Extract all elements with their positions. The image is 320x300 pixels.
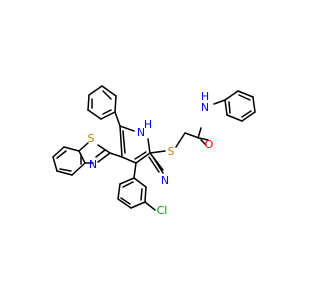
atom-label-nh-amide-h: H — [201, 90, 209, 103]
bond — [140, 188, 143, 201]
bond — [121, 156, 137, 164]
atom-label-nitrogen-thiazole: N — [89, 158, 97, 171]
bond — [252, 96, 256, 113]
atom-label-chlorine: Cl — [157, 204, 168, 217]
bond — [119, 177, 135, 185]
bond — [56, 170, 73, 176]
bond — [237, 90, 254, 98]
bond — [197, 127, 202, 139]
bond — [147, 138, 151, 154]
bond — [78, 142, 89, 152]
bond — [198, 137, 209, 141]
molecule-structure: N H O S N H S N N Cl — [52, 85, 256, 217]
bond — [109, 152, 123, 158]
bond — [184, 132, 200, 139]
bond — [101, 85, 117, 97]
bond — [97, 152, 111, 163]
bond — [149, 150, 166, 154]
molecule-canvas: N H O S N H S N N Cl — [52, 85, 256, 217]
bond — [87, 109, 102, 120]
bond — [213, 99, 226, 105]
bond — [117, 198, 132, 209]
bond — [63, 146, 80, 152]
bond — [120, 197, 131, 205]
bond — [88, 85, 103, 96]
atom-label-nitrogen-nitrile: N — [161, 174, 169, 187]
bond — [78, 150, 86, 164]
bond — [133, 162, 137, 179]
bond — [200, 139, 207, 146]
bond — [52, 146, 65, 158]
bond — [102, 109, 112, 115]
bond — [122, 181, 134, 188]
bond — [135, 152, 151, 164]
atom-label-sulfur-thioether: S — [168, 145, 175, 158]
bond — [228, 101, 231, 114]
bond — [130, 201, 146, 209]
bond — [52, 156, 58, 172]
bond — [56, 150, 67, 159]
bond — [117, 183, 121, 200]
atom-label-nh-amide: N — [201, 101, 209, 114]
bond — [144, 186, 147, 203]
bond — [238, 94, 251, 101]
bond — [59, 168, 72, 172]
bond — [133, 177, 147, 188]
bond — [144, 201, 156, 211]
bond — [152, 156, 164, 174]
bond — [114, 95, 117, 113]
bond — [134, 151, 147, 160]
atom-label-oxygen: O — [205, 138, 214, 151]
bond — [87, 94, 90, 111]
atom-label-nh-ring: N — [137, 126, 145, 139]
bond — [95, 149, 106, 158]
bond — [148, 156, 160, 173]
atom-label-sulfur-thiazole: S — [88, 132, 95, 145]
bonds — [52, 85, 256, 211]
bond — [102, 90, 112, 100]
bond — [175, 132, 186, 148]
bond — [71, 162, 86, 176]
bond — [224, 90, 239, 101]
bond — [97, 144, 111, 154]
bond — [122, 130, 126, 154]
bond — [119, 125, 135, 132]
bond — [100, 111, 116, 120]
atom-label-nh-ring-h: H — [144, 118, 152, 131]
bond — [224, 99, 228, 116]
bond — [226, 114, 243, 122]
bond — [119, 125, 123, 158]
bond — [241, 110, 252, 118]
atom-labels: N H O S N H S N N Cl — [88, 90, 214, 217]
bond — [114, 111, 121, 127]
bond — [241, 111, 256, 122]
